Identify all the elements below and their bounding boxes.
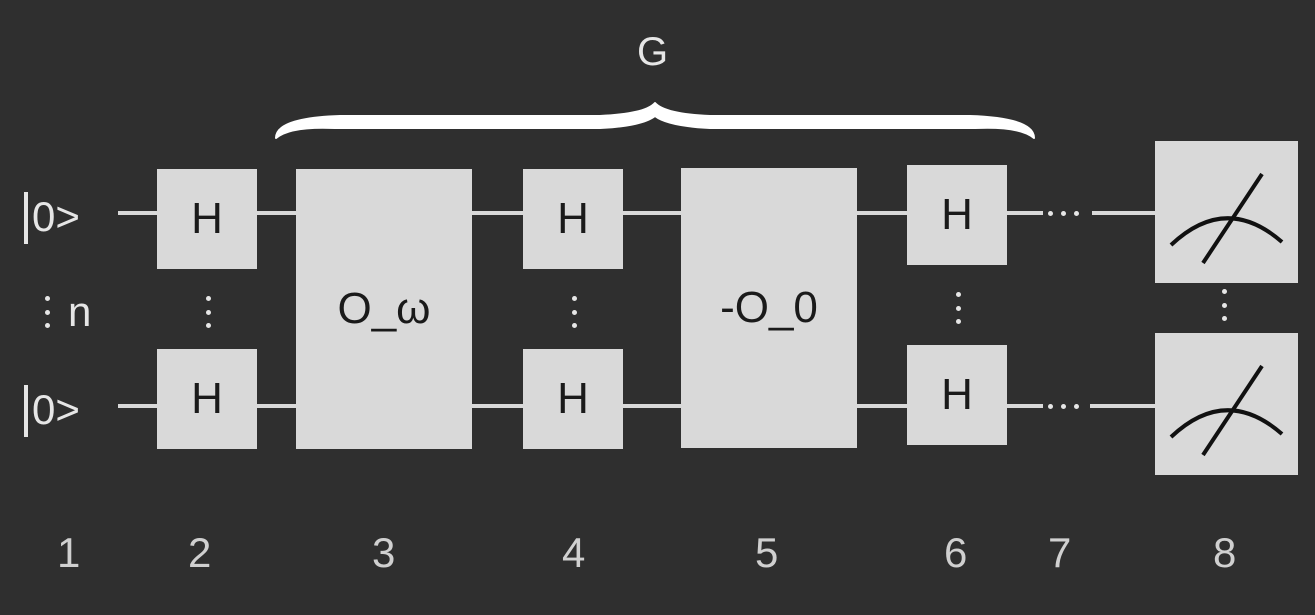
repeat-ellipsis-top	[1048, 211, 1079, 216]
hadamard-gate-step6-top: H	[907, 165, 1007, 265]
hadamard-gate-step4-top: H	[523, 169, 623, 269]
qubit-wire-top-tail	[1092, 211, 1158, 215]
group-label: G	[637, 30, 669, 74]
meter-icon	[1169, 364, 1284, 457]
gate-ellipsis-step2	[204, 296, 212, 328]
hadamard-gate-step2-top: H	[157, 169, 257, 269]
meter-icon	[1169, 172, 1284, 265]
step-number: 3	[372, 529, 396, 576]
measurement-ellipsis	[1220, 289, 1228, 321]
gate-ellipsis-step4	[570, 296, 578, 328]
ket-bar-bottom	[24, 385, 28, 437]
gate-ellipsis-step6	[954, 292, 962, 324]
qubit-wire-bottom-tail	[1090, 404, 1158, 408]
ket-bar-top	[24, 192, 28, 244]
hadamard-gate-step6-bottom: H	[907, 345, 1007, 445]
step-number: 5	[755, 529, 779, 576]
step-number: 6	[944, 529, 968, 576]
qubit-count: n	[68, 288, 92, 335]
repeat-ellipsis-bottom	[1048, 404, 1079, 409]
step-number: 8	[1213, 529, 1237, 576]
diffusion-gate: -O_0	[681, 168, 857, 448]
input-state-top: 0>	[32, 193, 80, 240]
hadamard-gate-step4-bottom: H	[523, 349, 623, 449]
group-brace	[275, 102, 1035, 139]
step-number: 2	[188, 529, 212, 576]
step-number: 1	[57, 529, 81, 576]
measurement-gate-top	[1155, 141, 1298, 283]
qubit-ellipsis	[43, 296, 51, 328]
step-number: 4	[562, 529, 586, 576]
input-state-bottom: 0>	[32, 386, 80, 433]
measurement-gate-bottom	[1155, 333, 1298, 475]
hadamard-gate-step2-bottom: H	[157, 349, 257, 449]
step-number: 7	[1048, 529, 1072, 576]
oracle-gate: O_ω	[296, 169, 472, 449]
